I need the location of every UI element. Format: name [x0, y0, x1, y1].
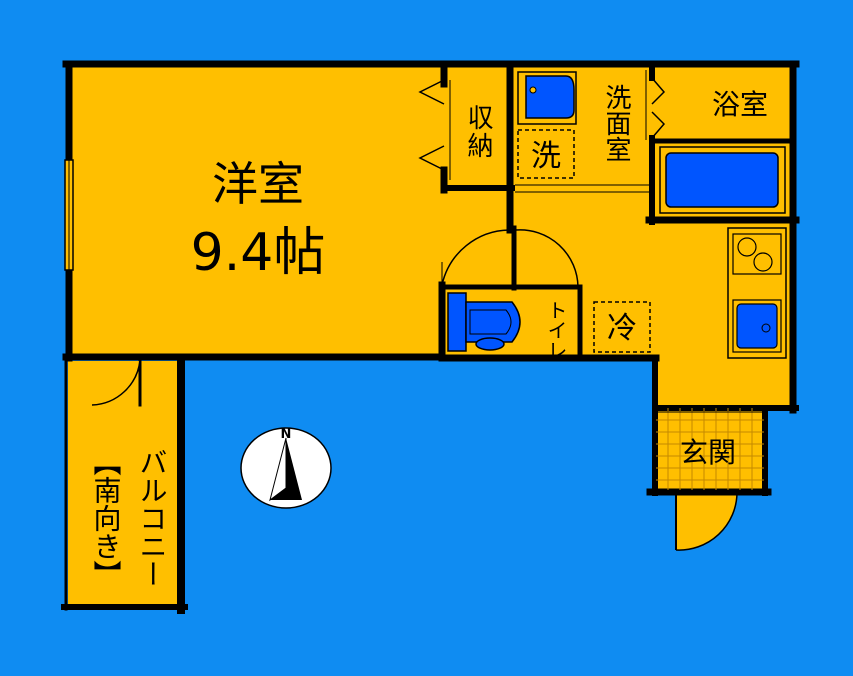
entrance-label: 玄関 [680, 436, 736, 469]
balcony-orientation: 【南向き】 [90, 448, 123, 588]
western-room-size: 9.4帖 [191, 223, 326, 283]
fridge-spot [593, 301, 651, 353]
stove-icon [732, 233, 782, 275]
bathroom-label: 浴室 [712, 88, 768, 121]
storage-label: 収納 [463, 104, 493, 160]
balcony-label: バルコニー [136, 448, 169, 588]
washroom-label: 洗面室 [601, 84, 631, 162]
openings [64, 70, 764, 551]
washer-spot [517, 129, 575, 179]
washer-label: 洗 [531, 139, 561, 174]
western-room-name: 洋室 [212, 157, 304, 211]
bathtub-icon [659, 146, 786, 214]
walls [61, 60, 800, 614]
room-labels: 洋室 9.4帖 収納 洗面室 洗 浴室 トイレ 冷 玄関 バルコニー 【南向き】 [90, 84, 769, 588]
sink-icon [732, 299, 782, 353]
toilet-icon [447, 292, 521, 352]
toilet-label: トイレ [544, 300, 568, 360]
washbasin-icon [517, 71, 577, 125]
compass-north-label: N [281, 427, 292, 442]
compass-icon: N [240, 427, 332, 509]
fridge-label: 冷 [607, 311, 637, 346]
